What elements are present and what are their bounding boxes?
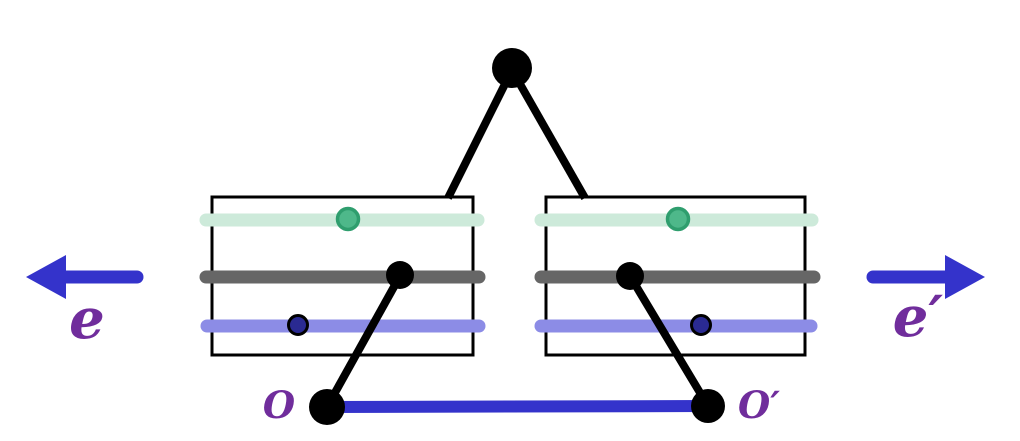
origin-base-line [326,400,709,413]
label-origin-left: O [263,383,295,427]
label-origin-right: O′ [738,383,780,427]
label-e-right: e′ [893,284,944,350]
right-box-black-dot [616,262,644,290]
left-origin-connector [323,274,404,409]
right-arrow [866,255,985,299]
label-e-left: e [69,286,105,352]
right-navy-dot [690,314,712,336]
top-vertex-dot [492,48,532,88]
left-arrow-head-icon [26,255,66,299]
origin-left-dot [309,389,345,425]
right-origin-connector [626,273,712,409]
left-green-dot [335,206,361,232]
top-left-edge [444,68,516,200]
right-arrow-head-icon [945,255,985,299]
top-right-edge [508,68,589,200]
origin-right-dot [691,389,725,423]
left-box-black-dot [386,261,414,289]
left-arrow [26,255,144,299]
left-navy-dot [287,314,309,336]
right-green-dot [665,206,691,232]
